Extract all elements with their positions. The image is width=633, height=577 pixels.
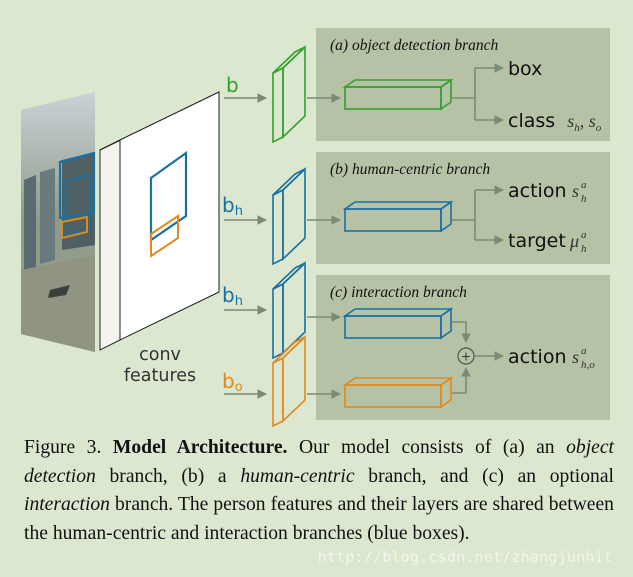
caption-title: Model Architecture. — [112, 437, 288, 458]
conv-object-roi — [150, 214, 179, 258]
roi-feature-orange — [272, 335, 306, 428]
sum-node — [457, 347, 475, 365]
conv-feature-map — [99, 91, 220, 351]
roi-feature-blue-2 — [272, 261, 306, 360]
output-action-interaction-sym: s — [572, 347, 579, 367]
image-object-box — [61, 215, 88, 240]
architecture-diagram: (a) object detection branch (b) human-ce… — [21, 28, 610, 428]
output-action-interaction-sub: h,o — [581, 359, 595, 371]
output-action-human: action — [508, 180, 566, 202]
panel-human-centric — [316, 152, 610, 264]
caption-figure-number: Figure 3. — [24, 437, 102, 458]
panel-b-title: (b) human-centric branch — [330, 161, 490, 178]
output-action-human-sym: s — [572, 181, 579, 201]
roi-feature-blue-1 — [272, 167, 306, 266]
fc-block-orange — [342, 376, 454, 409]
roi-feature-green — [272, 45, 306, 144]
output-target-sup: a — [581, 229, 587, 241]
output-action-human-sub: h — [581, 193, 587, 205]
sum-symbol: + — [461, 350, 471, 364]
panel-interaction — [316, 275, 610, 420]
input-label-bo: bo — [222, 369, 243, 395]
image-human-box-inner — [65, 173, 91, 237]
output-class: class sh, so — [508, 110, 602, 134]
features-label: features — [124, 366, 196, 386]
panel-object-detection — [316, 28, 610, 141]
panel-c-title: (c) interaction branch — [330, 284, 467, 301]
output-box: box — [508, 58, 542, 80]
output-target-sym: μ — [569, 231, 579, 251]
fc-block-blue-1 — [342, 200, 454, 233]
caption-italic-2: human-centric — [240, 465, 355, 487]
figure-caption: Figure 3. Model Architecture. Our model … — [24, 434, 614, 548]
caption-text-4: branch. The person features and their la… — [24, 494, 614, 544]
caption-text-1: Our model consists of (a) an — [298, 437, 555, 458]
fc-block-blue-2 — [342, 307, 454, 340]
arrow-c-blue-to-sum — [452, 321, 471, 343]
arrow-c-orange-to-sum — [452, 367, 471, 394]
output-target: target — [508, 230, 566, 252]
conv-label: conv — [139, 345, 181, 365]
caption-italic-3: interaction — [24, 494, 110, 515]
output-action-interaction: action — [508, 346, 566, 368]
input-image — [21, 92, 96, 352]
conv-human-roi — [149, 150, 188, 243]
watermark: http://blog.csdn.net/zhangjunhit — [317, 548, 613, 566]
input-label-b: b — [226, 73, 239, 97]
caption-text-2: branch, (b) a — [109, 465, 227, 487]
caption-italic-1: object detection — [24, 437, 614, 487]
output-target-sub: h — [581, 243, 587, 255]
caption-text-3: branch, and (c) an optional — [368, 465, 614, 487]
image-human-box — [58, 151, 96, 220]
output-action-interaction-sup: a — [581, 345, 587, 357]
fc-block-green — [342, 78, 454, 111]
input-label-bh-2: bh — [222, 283, 243, 309]
input-label-bh-1: bh — [222, 193, 243, 219]
panel-a-title: (a) object detection branch — [330, 37, 499, 54]
output-action-human-sup: a — [581, 179, 587, 191]
